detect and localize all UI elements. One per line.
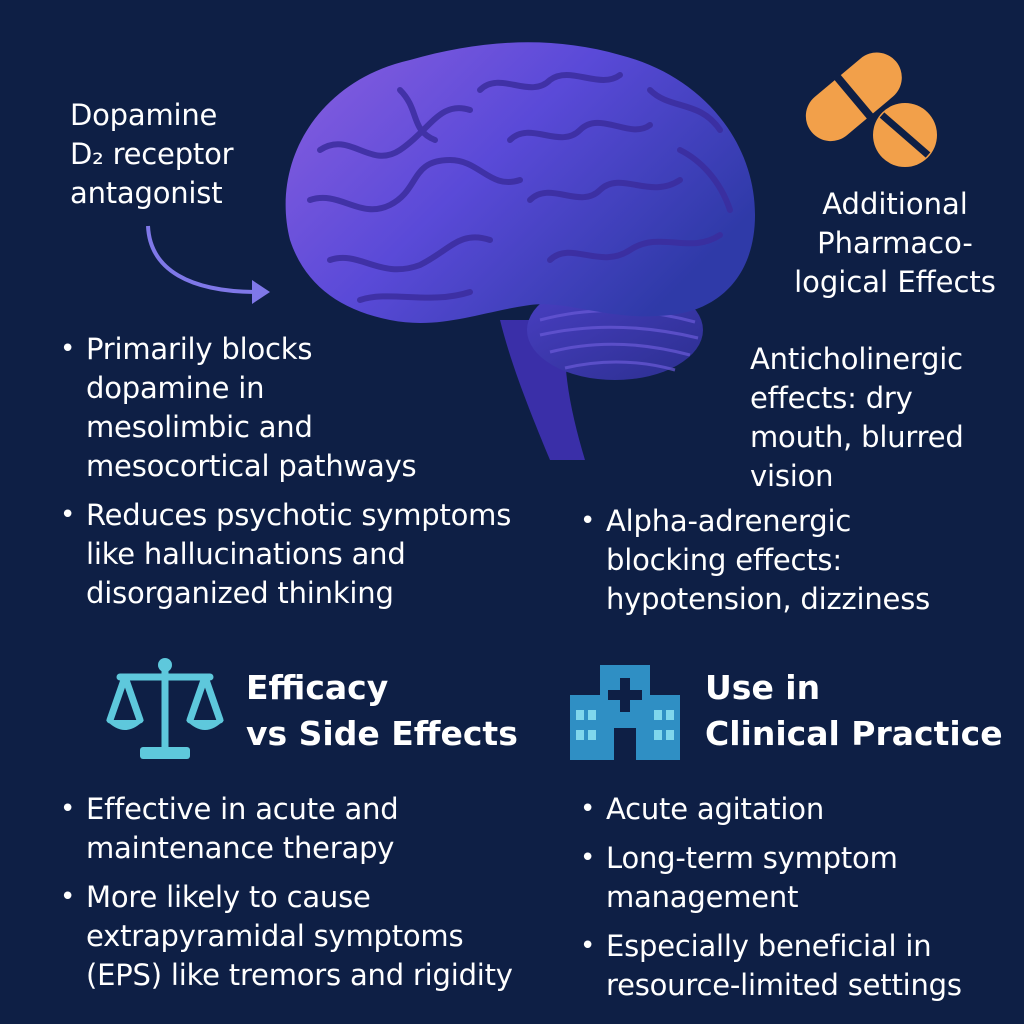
brain-icon [285,42,755,460]
moa-label: Dopamine D₂ receptor antagonist [70,98,234,210]
list-item: More likely to cause extrapyramidal symp… [58,878,558,995]
clinical-bullet-list: Acute agitation Long-term symptom manage… [578,790,1018,1015]
hospital-icon [570,665,680,760]
scale-icon [106,658,224,759]
pill-icon [805,52,937,167]
list-item: Effective in acute and maintenance thera… [58,790,558,868]
list-item: Acute agitation [578,790,1018,829]
list-item: Primarily blocks dopamine in mesolimbic … [58,330,558,486]
arrow-icon [146,225,270,304]
list-item: Alpha-adrenergic blocking effects: hypot… [578,502,1008,619]
efficacy-title: Efficacy vs Side Effects [246,668,518,753]
efficacy-bullet-list: Effective in acute and maintenance thera… [58,790,558,1005]
list-item: Long-term symptom management [578,839,1018,917]
additional-bullet-list: Alpha-adrenergic blocking effects: hypot… [578,502,1008,629]
list-item: Especially beneficial in resource-limite… [578,927,1018,1005]
anticholinergic-text: Anticholinergic effects: dry mouth, blur… [750,342,964,493]
clinical-title: Use in Clinical Practice [705,668,1003,753]
moa-bullet-list: Primarily blocks dopamine in mesolimbic … [58,330,558,623]
list-item: Reduces psychotic symptoms like hallucin… [58,496,558,613]
additional-title: Additional Pharmaco- logical Effects [794,187,996,299]
